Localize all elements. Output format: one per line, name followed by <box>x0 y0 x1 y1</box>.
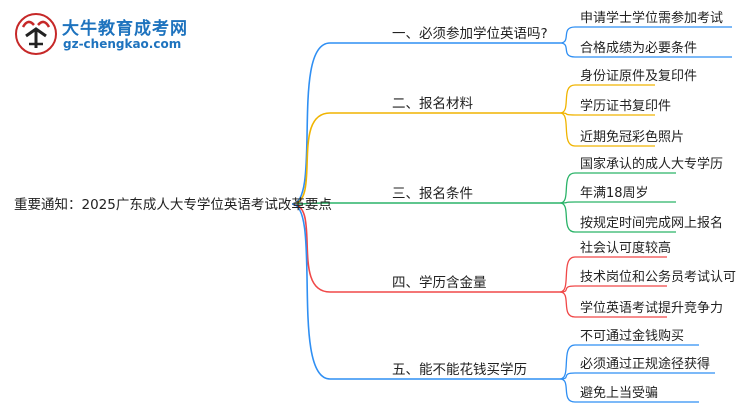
leaf-connector <box>559 172 676 204</box>
branch-connector <box>291 202 560 205</box>
leaf-connector <box>559 112 655 147</box>
leaf-topic: 避免上当受骗 <box>580 386 658 401</box>
branch-topic: 三、报名条件 <box>392 185 473 202</box>
branch-connector <box>291 203 560 380</box>
mindmap-edges <box>291 26 732 403</box>
branch-connector <box>291 112 560 205</box>
leaf-topic: 不可通过金钱购买 <box>580 328 684 344</box>
mindmap-nodes: 重要通知：2025广东成人大专学位英语考试改革要点 一、必须参加学位英语吗? 申请学… <box>14 10 736 401</box>
leaf-topic: 按规定时间完成网上报名 <box>580 215 723 231</box>
branch-topic: 二、报名材料 <box>392 96 473 112</box>
leaf-topic: 身份证原件及复印件 <box>580 68 697 84</box>
leaf-topic: 年满18周岁 <box>580 186 649 201</box>
leaf-connector <box>559 378 699 403</box>
leaf-topic: 必须通过正规途径获得 <box>580 356 710 372</box>
branch-topic: 五、能不能花钱买学历 <box>392 362 527 378</box>
leaf-connector <box>559 285 667 293</box>
leaf-topic: 国家承认的成人大专学历 <box>580 156 723 172</box>
branch-connector <box>291 42 560 205</box>
leaf-topic: 学历证书复印件 <box>580 98 671 114</box>
branch-topic: 四、学历含金量 <box>392 275 487 291</box>
leaf-connector <box>559 201 676 204</box>
site-logo[interactable]: 大牛教育成考网 gz-chengkao.com <box>14 12 194 56</box>
leaf-topic: 近期免冠彩色照片 <box>580 129 684 145</box>
leaf-topic: 学位英语考试提升竞争力 <box>580 300 723 316</box>
leaf-topic: 技术岗位和公务员考试认可 <box>580 269 736 285</box>
leaf-connector <box>559 112 655 116</box>
leaf-connector <box>559 344 699 380</box>
branch-connector <box>291 203 560 293</box>
branch-topic: 一、必须参加学位英语吗? <box>392 25 548 42</box>
leaf-connector <box>559 84 655 114</box>
logo-url: gz-chengkao.com <box>63 37 182 51</box>
leaf-topic: 社会认可度较高 <box>580 240 671 256</box>
leaf-topic: 合格成绩为必要条件 <box>580 40 697 56</box>
leaf-connector <box>559 202 676 233</box>
leaf-topic: 申请学士学位需参加考试 <box>580 10 723 26</box>
leaf-connector <box>559 291 667 318</box>
logo-title: 大牛教育成考网 <box>62 19 188 39</box>
bull-logo-icon <box>15 13 57 55</box>
leaf-connector <box>559 26 732 44</box>
leaf-connector <box>559 256 667 293</box>
root-topic: 重要通知：2025广东成人大专学位英语考试改革要点 <box>14 196 332 213</box>
leaf-connector <box>559 42 732 58</box>
leaf-connector <box>559 372 715 380</box>
